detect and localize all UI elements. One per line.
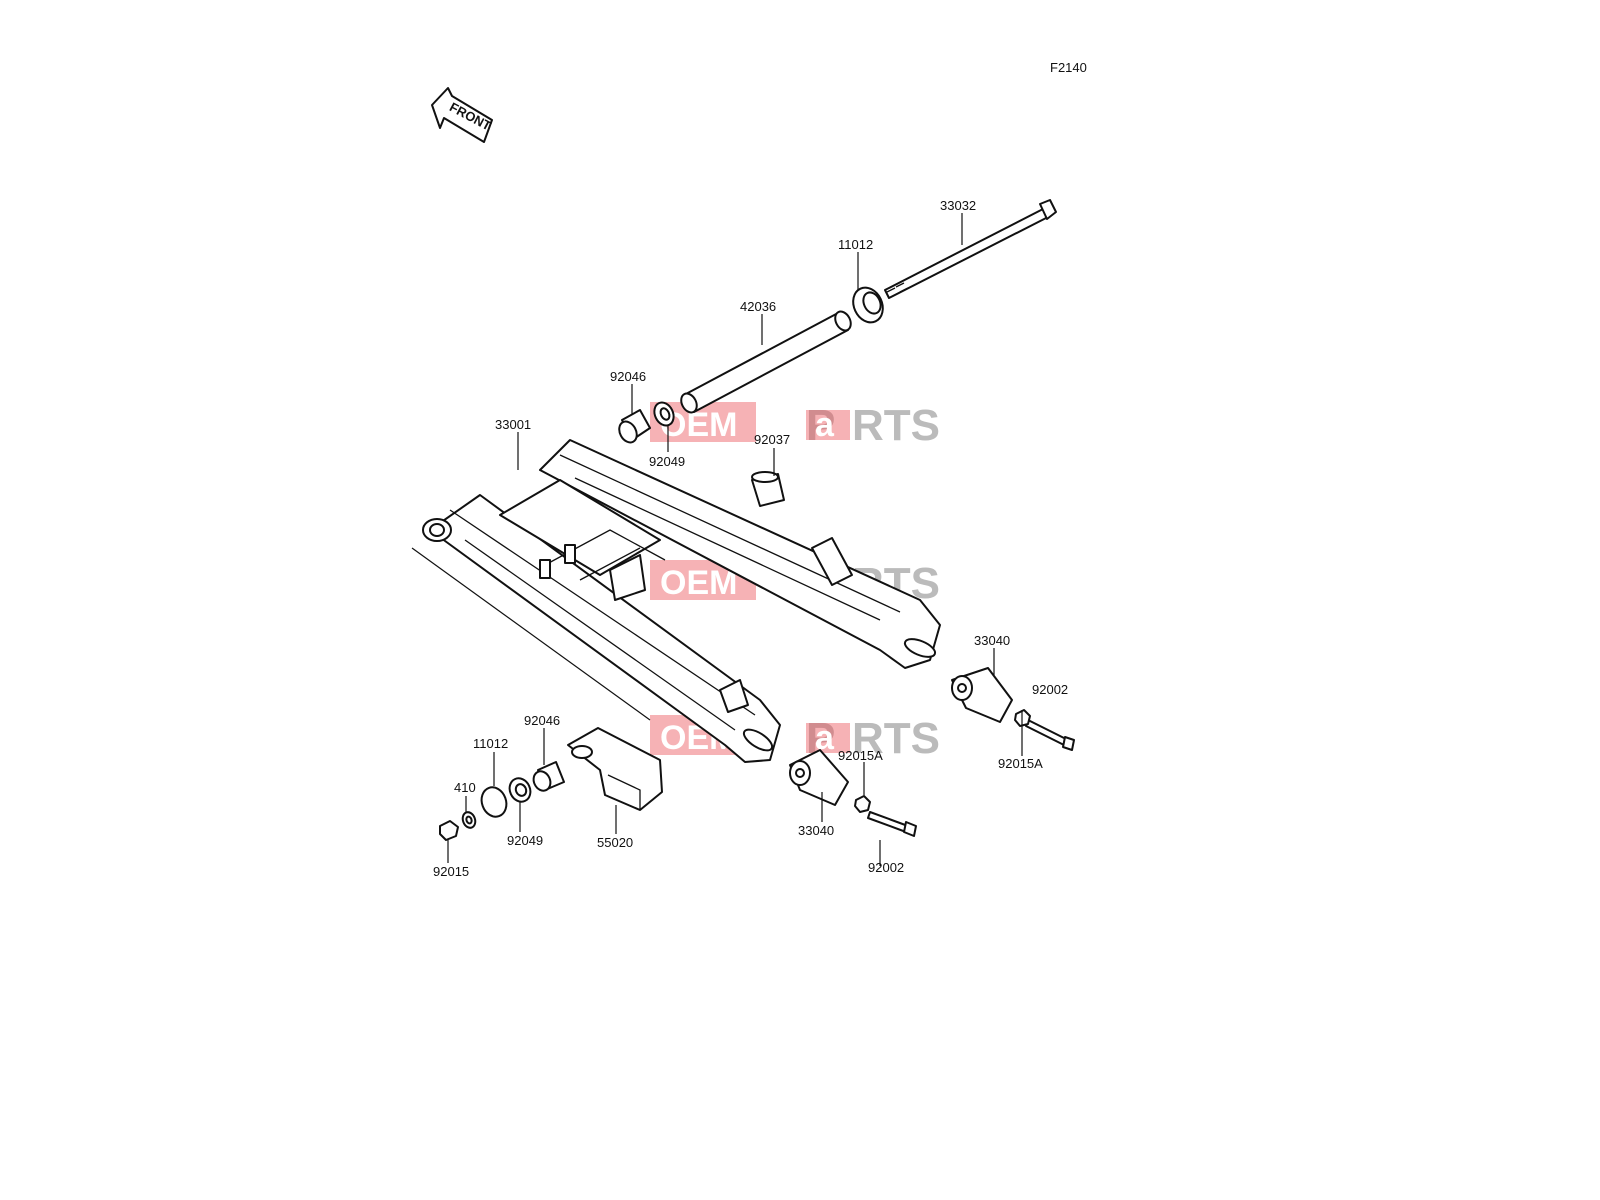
sleeve-42036 [680,310,852,414]
nut-92015 [439,820,459,841]
label-410: 410 [454,780,476,795]
clip-92037 [751,471,785,507]
svg-text:RTS: RTS [852,401,940,450]
svg-text:a: a [815,406,835,444]
bearing-92049-top [653,401,675,427]
label-92037: 92037 [754,432,790,447]
label-92046-top: 92046 [610,369,646,384]
bolt-92002-right [1025,719,1075,751]
bushing-92046-top [618,409,651,444]
bearing-92049-bottom [508,777,532,803]
label-92049-bottom: 92049 [507,833,543,848]
label-92015A-middle: 92015A [838,748,883,763]
svg-text:P: P [806,401,835,450]
label-92049-top: 92049 [649,454,685,469]
collar-11012-bottom [480,786,508,818]
bushing-92046-bottom [532,761,565,792]
adjuster-33040-right [951,667,1013,723]
label-11012-top: 11012 [838,237,873,252]
label-92015: 92015 [433,864,469,879]
label-92015A-right: 92015A [998,756,1043,771]
label-92002-middle: 92002 [868,860,904,875]
label-11012-bottom: 11012 [473,736,508,751]
bolt-92002-middle [867,811,917,837]
label-92046-bottom: 92046 [524,713,560,728]
label-33001: 33001 [495,417,531,432]
front-arrow-icon: FRONT [431,87,494,143]
label-55020: 55020 [597,835,633,850]
swingarm-33001 [411,439,941,763]
label-33040-right: 33040 [974,633,1010,648]
washer-410 [461,811,477,829]
svg-text:RTS: RTS [852,714,940,763]
part-labels: 33032 11012 42036 92046 33001 92049 9203… [433,198,1068,879]
label-42036: 42036 [740,299,776,314]
adjuster-33040-middle [789,749,849,806]
label-33032: 33032 [940,198,976,213]
svg-text:OEM: OEM [660,564,737,602]
collar-11012-top [852,286,884,324]
svg-text:a: a [815,719,835,757]
nut-92015A-middle [854,795,871,813]
leader-lines [447,213,1023,866]
label-92002-right: 92002 [1032,682,1068,697]
figure-code: F2140 [1050,60,1087,75]
chain-guide-55020 [567,727,663,811]
pivot-bolt-33032 [884,199,1057,299]
label-33040-middle: 33040 [798,823,834,838]
